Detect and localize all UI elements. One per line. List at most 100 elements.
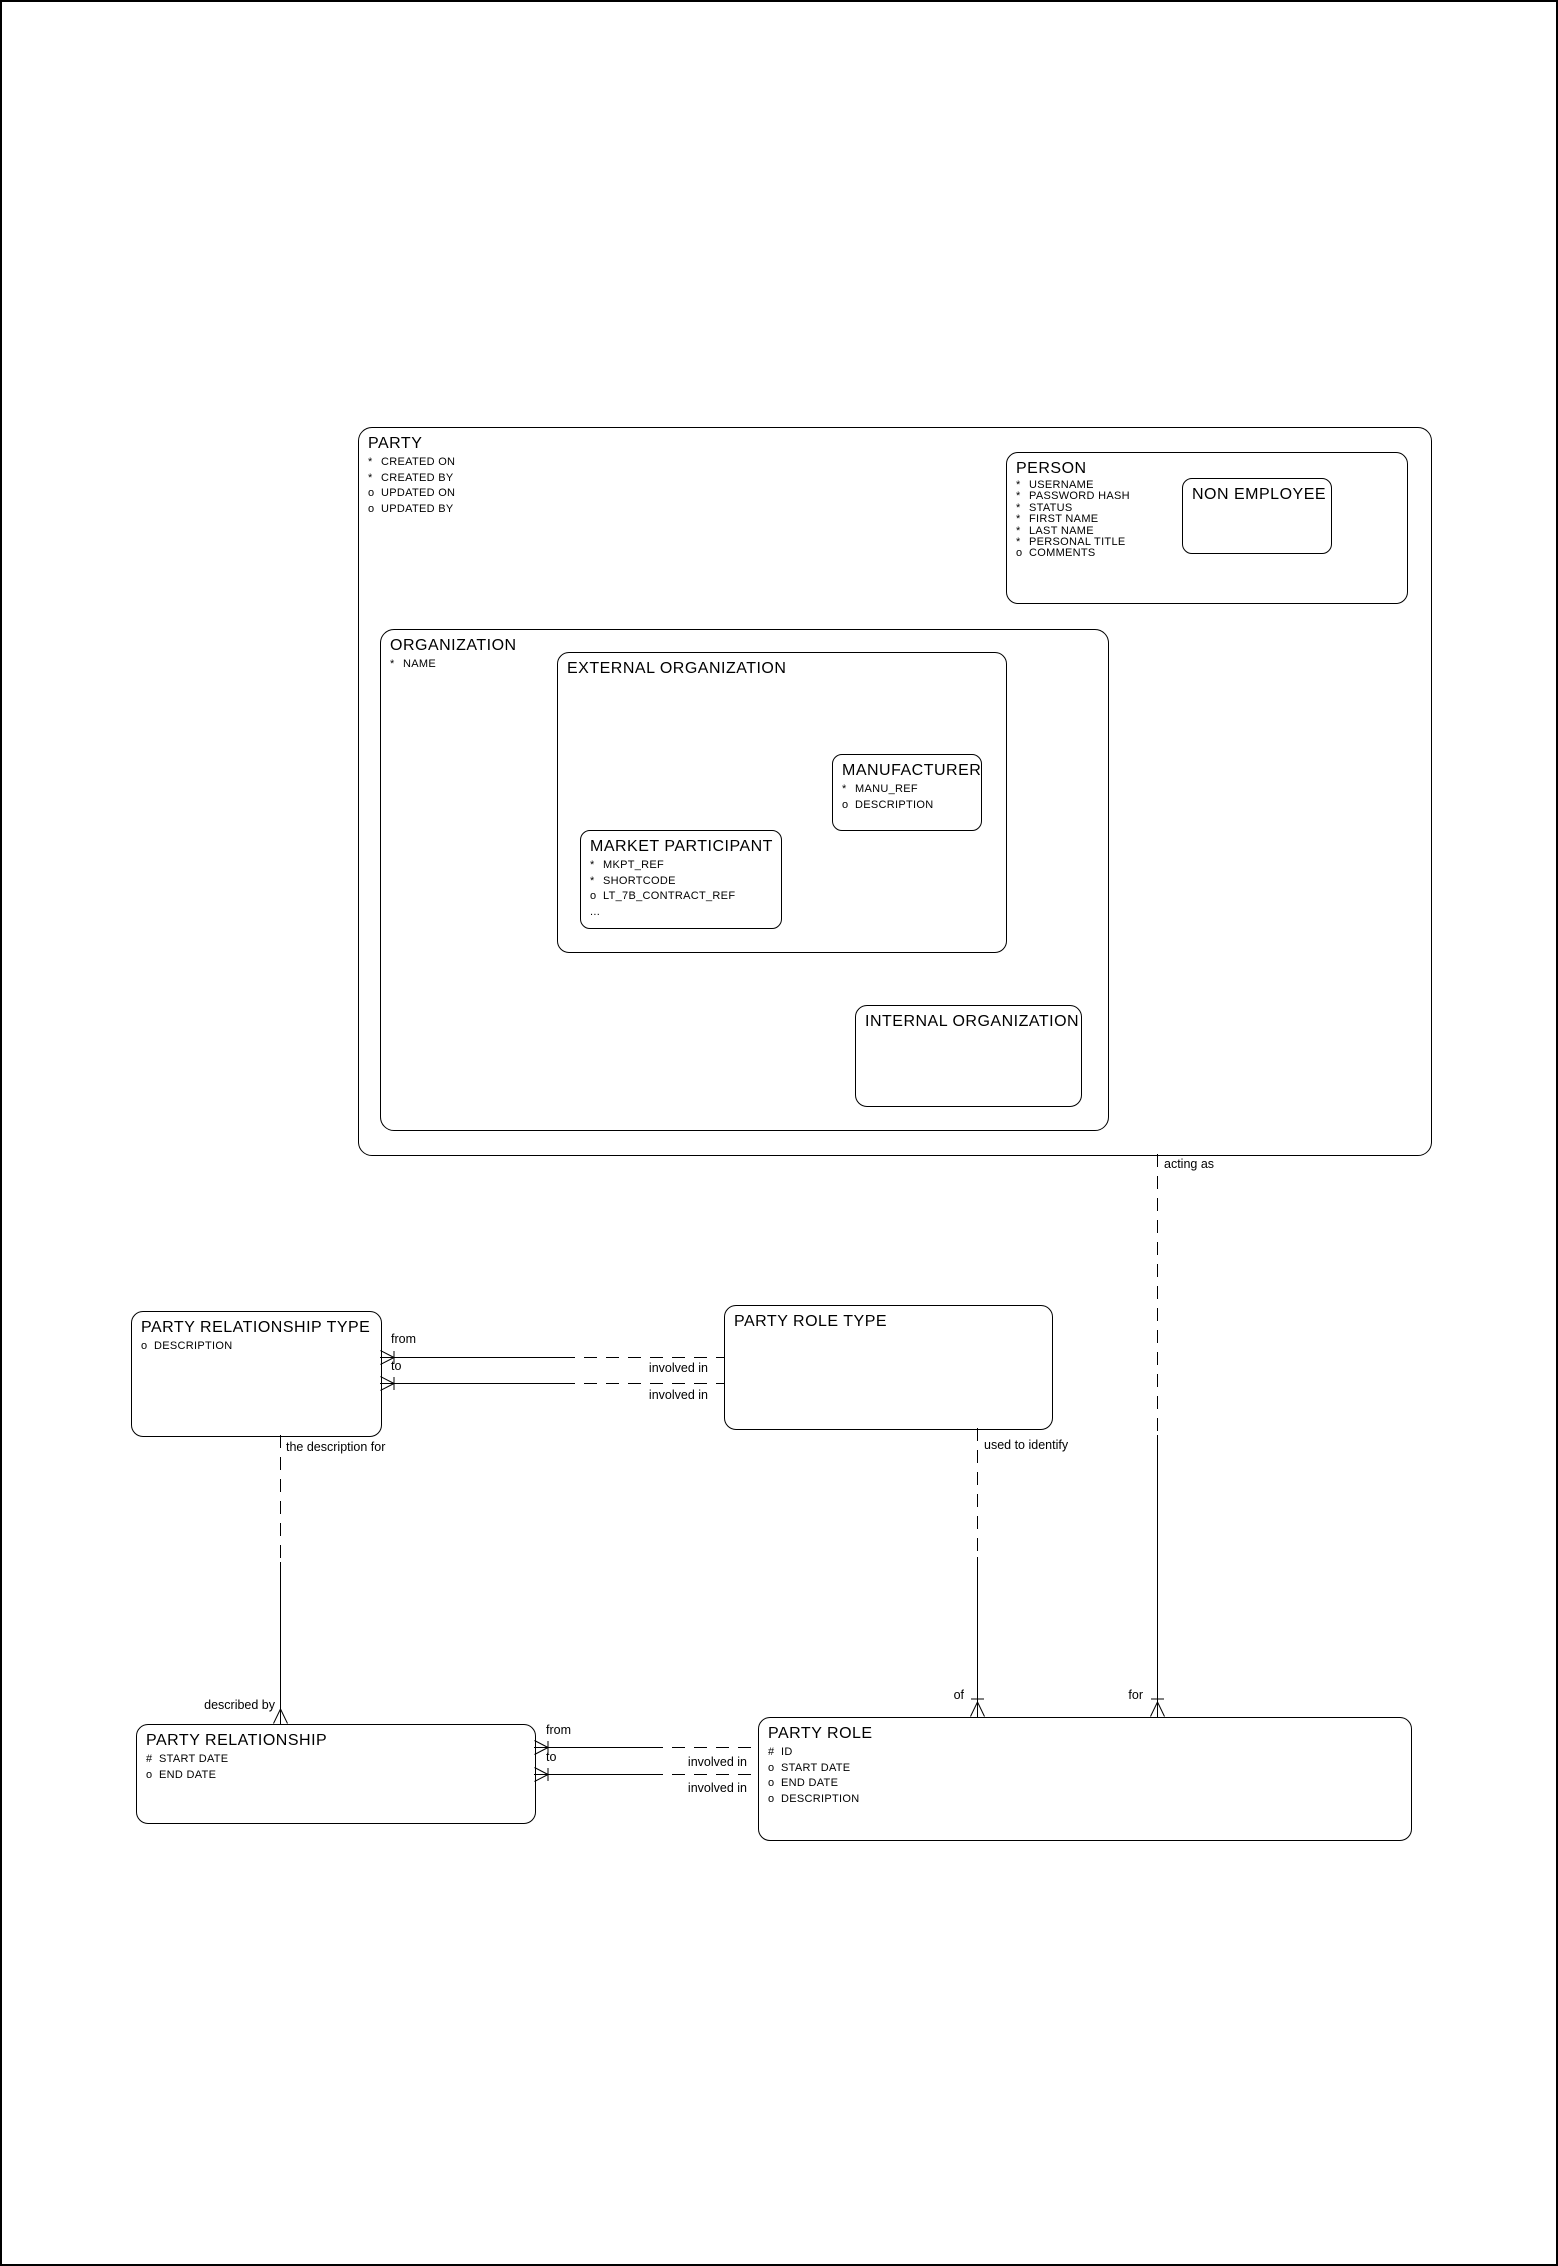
crow-foot-many-icon — [273, 1708, 288, 1724]
entity-title: INTERNAL ORGANIZATION — [865, 1013, 1080, 1030]
attribute-name: SHORTCODE — [603, 874, 676, 887]
attribute-optionality: * — [1016, 524, 1021, 537]
attribute-name: END DATE — [159, 1768, 217, 1781]
crow-foot-many-icon — [380, 1350, 396, 1365]
attribute-optionality: # — [768, 1746, 775, 1758]
relationship-line-rel-to[interactable] — [650, 1774, 758, 1775]
attribute-name: ID — [781, 1746, 793, 1758]
attribute-name: MANU_REF — [855, 783, 918, 795]
entity-title: PERSON — [1016, 460, 1087, 477]
attribute-row: o DESCRIPTION — [768, 1792, 1402, 1808]
relationship-line-type-from[interactable] — [380, 1357, 562, 1358]
attribute-name: FIRST NAME — [1029, 513, 1099, 526]
relationship-label: acting as — [1164, 1157, 1215, 1171]
attribute-optionality: * — [590, 859, 595, 871]
attribute-row: o LT_7B_CONTRACT_REF — [590, 889, 772, 905]
attribute-row: # ID — [768, 1745, 1402, 1761]
attribute-row: *CREATED ON — [368, 455, 1422, 471]
attribute-optionality: o — [768, 1777, 775, 1789]
relationship-line-role-type-role[interactable] — [977, 1428, 978, 1557]
relationship-label: to — [546, 1750, 557, 1764]
entity-market-participant[interactable]: MARKET PARTICIPANT *MKPT_REF *SHORTCODE … — [580, 830, 782, 929]
attribute-name: DESCRIPTION — [855, 798, 934, 811]
attribute-row: *LAST NAME — [1016, 524, 1398, 537]
attribute-row: #START DATE — [146, 1752, 526, 1768]
relationship-line-role-type-role[interactable] — [977, 1557, 978, 1697]
entity-title: EXTERNAL ORGANIZATION — [567, 660, 787, 677]
attribute-name: DESCRIPTION — [154, 1340, 233, 1352]
attribute-name: COMMENTS — [1029, 547, 1096, 560]
attribute-name: LT_7B_CONTRACT_REF — [603, 890, 736, 902]
attribute-optionality: o — [842, 798, 849, 811]
relationship-label: involved in — [687, 1781, 747, 1795]
relationship-label: used to identify — [984, 1438, 1069, 1452]
attribute-name: PERSONAL TITLE — [1029, 536, 1126, 549]
entity-internal-organization[interactable]: INTERNAL ORGANIZATION — [855, 1005, 1082, 1107]
attribute-row: * SHORTCODE — [590, 874, 772, 890]
attribute-optionality: * — [1016, 490, 1021, 503]
attribute-optionality: o — [368, 502, 375, 515]
attribute-name: USERNAME — [1029, 479, 1094, 491]
attribute-row: *CREATED BY — [368, 471, 1422, 487]
relationship-label: involved in — [687, 1755, 747, 1769]
relationship-line-type-to[interactable] — [562, 1383, 724, 1384]
relationship-line-rel-to[interactable] — [534, 1774, 650, 1775]
attribute-optionality: * — [590, 874, 595, 887]
attribute-row: o END DATE — [146, 1768, 526, 1784]
relationship-label: the description for — [286, 1440, 386, 1454]
entity-person[interactable]: PERSON *USERNAME *PASSWORD HASH *STATUS … — [1006, 452, 1408, 604]
attribute-optionality: * — [842, 783, 847, 795]
entity-title: PARTY RELATIONSHIP TYPE — [141, 1319, 371, 1336]
entity-title: MARKET PARTICIPANT — [590, 838, 773, 855]
relationship-label: of — [953, 1688, 964, 1702]
entity-title: PARTY — [368, 435, 423, 452]
entity-title: MANUFACTURER — [842, 762, 982, 779]
relationship-line-rel-from[interactable] — [534, 1747, 650, 1748]
relationship-line-party-role[interactable] — [1157, 1154, 1158, 1435]
relationship-label: involved in — [648, 1388, 708, 1402]
attribute-row: *PERSONAL TITLE — [1016, 536, 1398, 549]
attribute-name: END DATE — [781, 1777, 839, 1789]
attribute-optionality: * — [390, 658, 395, 670]
attribute-name: CREATED ON — [381, 456, 456, 468]
relationship-label: to — [391, 1359, 402, 1373]
relationship-label: involved in — [648, 1361, 708, 1375]
entity-manufacturer[interactable]: MANUFACTURER * MANU_REF o DESCRIPTION — [832, 754, 982, 831]
attribute-optionality: * — [368, 471, 373, 484]
entity-organization[interactable]: ORGANIZATION *NAME — [380, 629, 1109, 1131]
attribute-optionality: o — [768, 1792, 775, 1805]
attribute-row: ... — [590, 905, 772, 921]
entity-non-employee[interactable]: NON EMPLOYEE — [1182, 478, 1332, 554]
relationship-label: for — [1128, 1688, 1143, 1702]
attribute-row: o DESCRIPTION — [842, 798, 972, 814]
relationship-line-rel-type-rel[interactable] — [280, 1562, 281, 1709]
entity-party-role-type[interactable]: PARTY ROLE TYPE — [724, 1305, 1053, 1430]
attribute-list: * MANU_REF o DESCRIPTION — [833, 779, 981, 813]
relationship-line-rel-from[interactable] — [650, 1747, 758, 1748]
attribute-optionality: * — [1016, 479, 1021, 491]
entity-title: PARTY ROLE — [768, 1725, 873, 1742]
relationship-line-rel-type-rel[interactable] — [280, 1435, 281, 1562]
relationship-line-type-from[interactable] — [562, 1357, 724, 1358]
relationship-line-party-role[interactable] — [1157, 1435, 1158, 1697]
attribute-name: DESCRIPTION — [781, 1792, 860, 1805]
attribute-list: *NAME — [381, 654, 1108, 673]
relationship-line-type-to[interactable] — [380, 1383, 562, 1384]
attribute-optionality: o — [590, 890, 597, 902]
relationship-label: from — [391, 1332, 416, 1346]
attribute-name: UPDATED BY — [381, 502, 454, 515]
attribute-optionality: o — [146, 1768, 153, 1781]
entity-external-organization[interactable]: EXTERNAL ORGANIZATION — [557, 652, 1007, 953]
entity-title: ORGANIZATION — [390, 637, 517, 654]
attribute-list: *USERNAME *PASSWORD HASH *STATUS *FIRST … — [1007, 477, 1407, 560]
